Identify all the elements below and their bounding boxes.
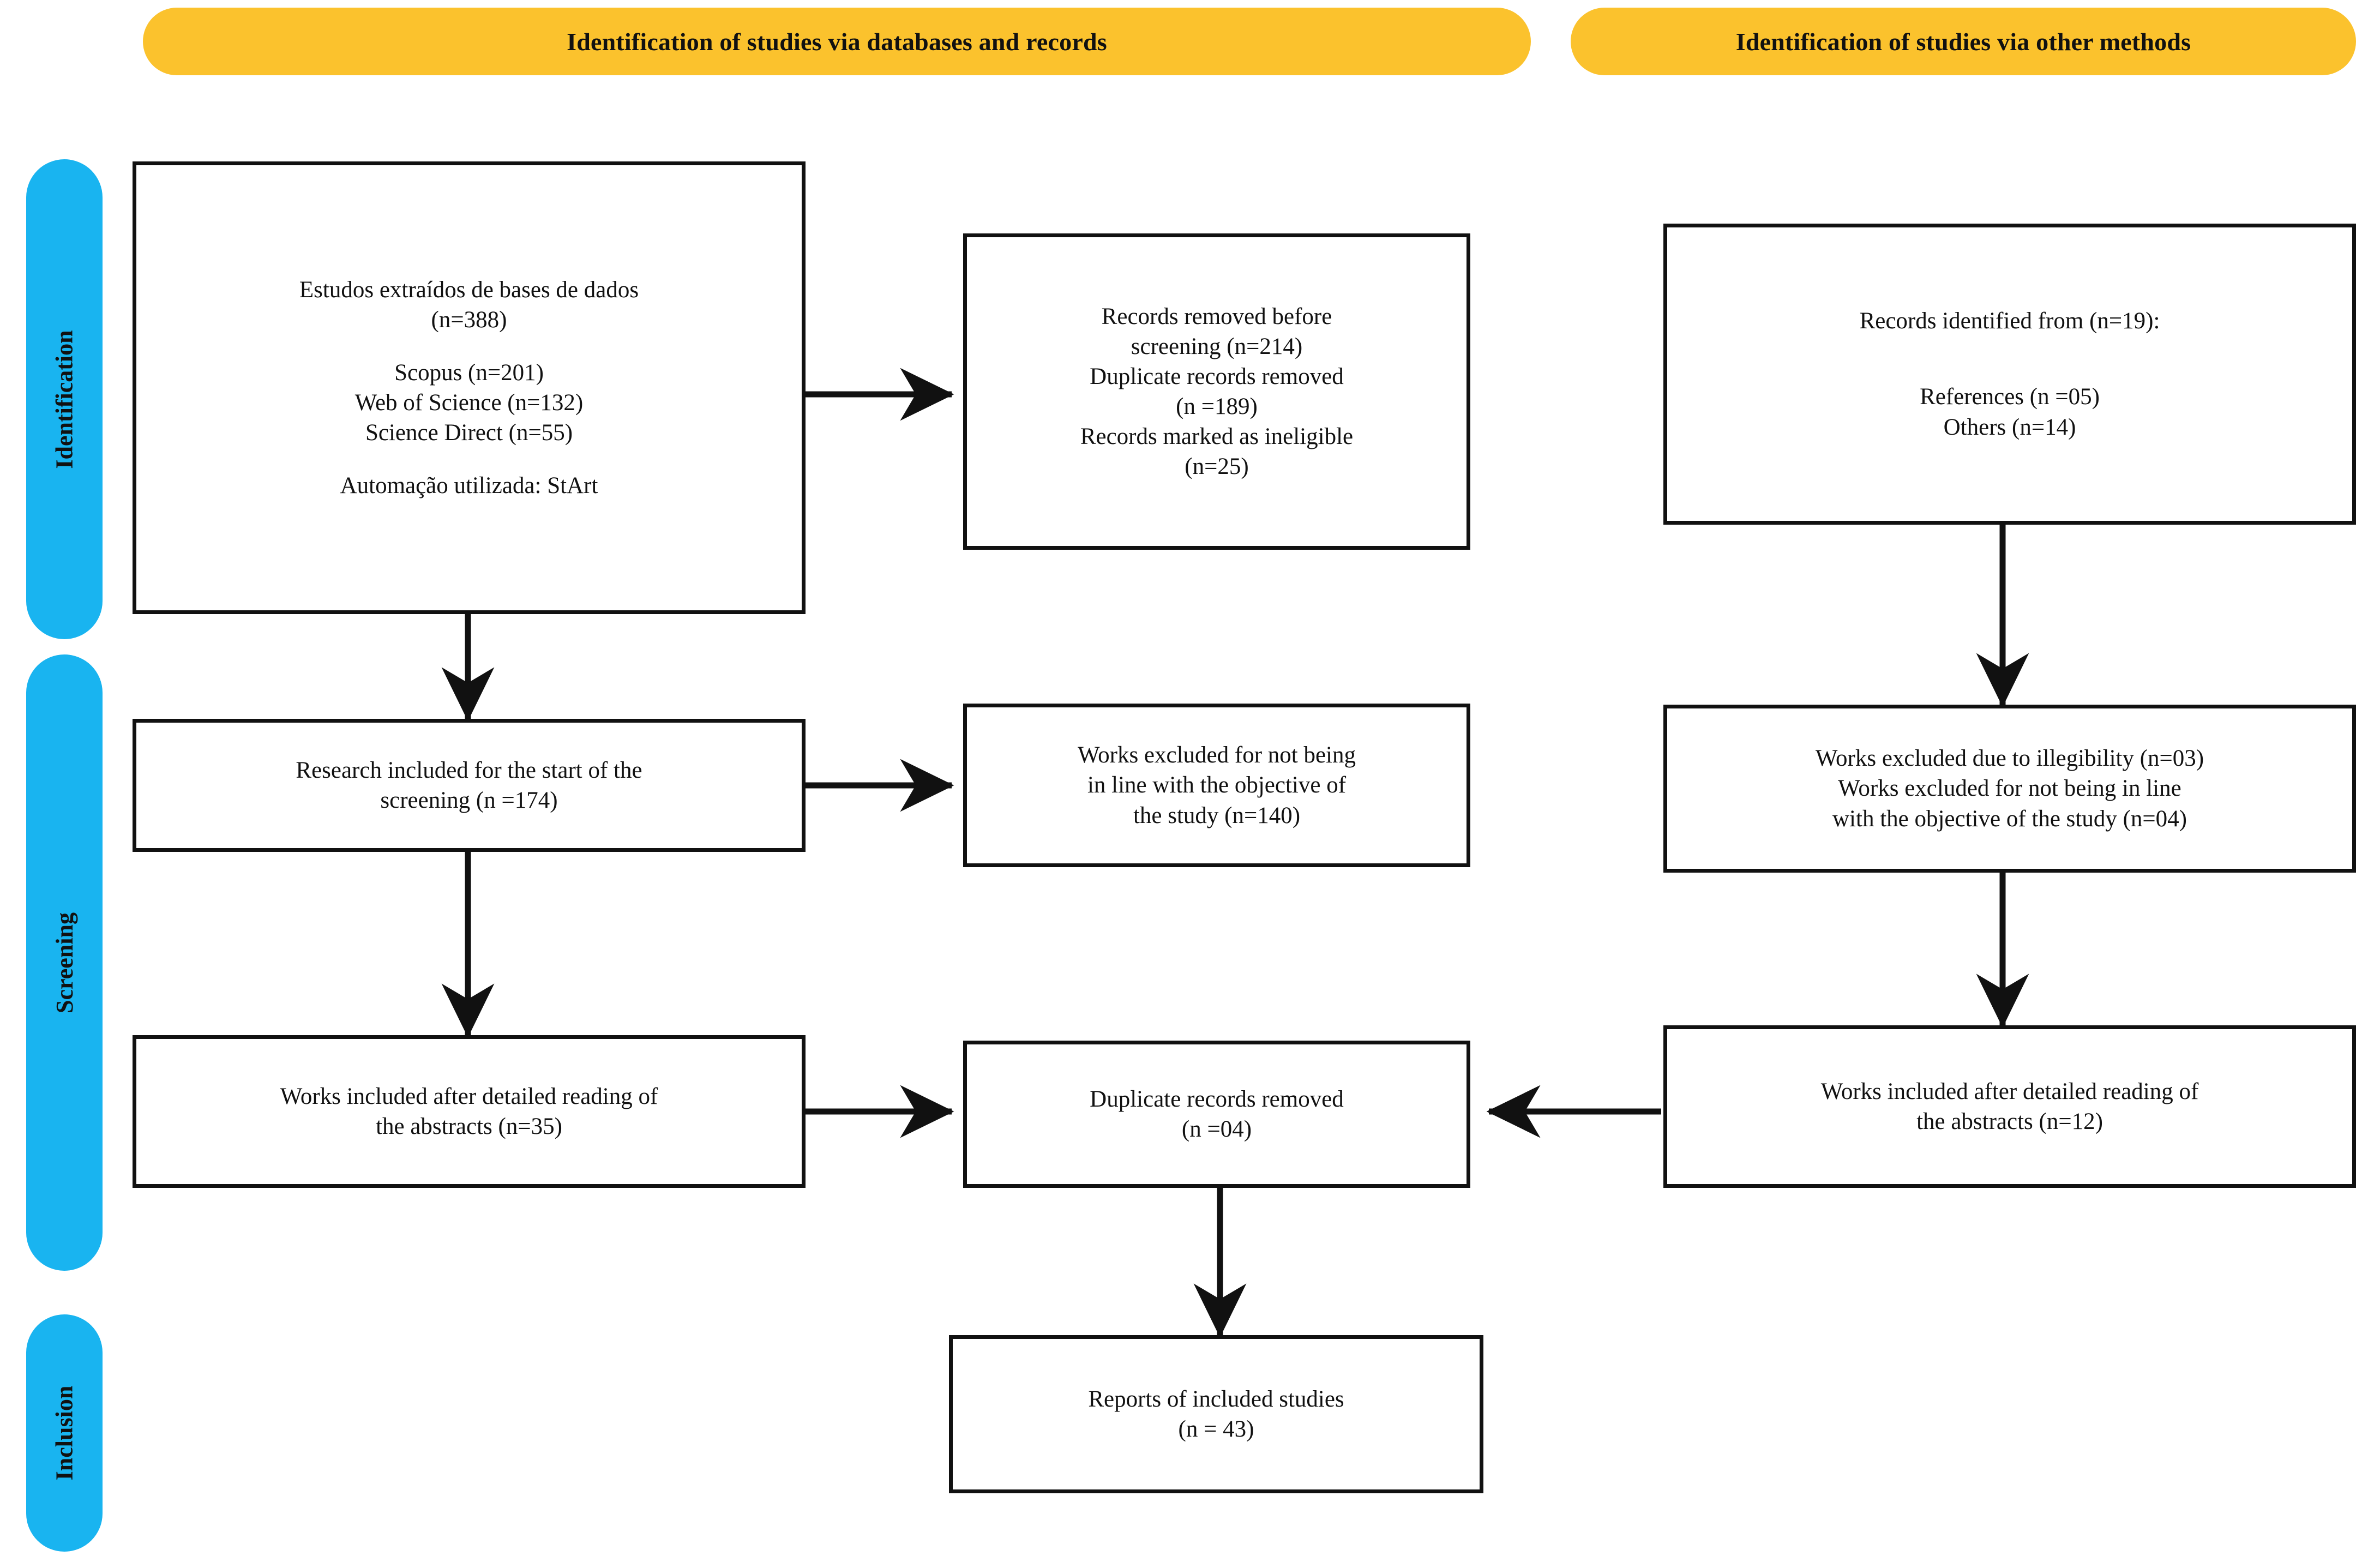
works-excluded-objective-line-3: the study (n=140) bbox=[1133, 802, 1301, 828]
duplicate-removed-line-1: Duplicate records removed bbox=[1090, 1086, 1344, 1112]
works-included-left-line-1: Works included after detailed reading of bbox=[280, 1083, 658, 1109]
works-excluded-illegibility-line-2: Works excluded for not being in line bbox=[1838, 776, 2181, 802]
works-included-left-line-2: the abstracts (n=35) bbox=[376, 1114, 562, 1139]
reports-included-line-1: Reports of included studies bbox=[1088, 1386, 1344, 1412]
box-works-included-abstracts-right: Works included after detailed reading of… bbox=[1663, 1025, 2356, 1188]
stage-tab-screening-label: Screening bbox=[51, 912, 78, 1013]
records-identified-other-line-3: Others (n=14) bbox=[1943, 414, 2076, 440]
stage-tab-screening: Screening bbox=[26, 654, 103, 1271]
banner-databases-label: Identification of studies via databases … bbox=[567, 27, 1107, 56]
research-included-line-2: screening (n =174) bbox=[380, 788, 558, 813]
works-included-right-line-2: the abstracts (n=12) bbox=[1916, 1109, 2103, 1134]
records-identified-db-line-2: (n=388) bbox=[431, 307, 507, 333]
box-works-excluded-illegibility: Works excluded due to illegibility (n=03… bbox=[1663, 705, 2356, 873]
records-identified-db-line-6: Automação utilizada: StArt bbox=[340, 473, 598, 499]
stage-tab-inclusion-label: Inclusion bbox=[51, 1385, 78, 1481]
works-excluded-objective-line-1: Works excluded for not being bbox=[1077, 742, 1356, 768]
records-removed-line-2: screening (n=214) bbox=[1131, 333, 1303, 359]
box-works-included-abstracts-left: Works included after detailed reading of… bbox=[133, 1035, 806, 1188]
works-excluded-illegibility-line-3: with the objective of the study (n=04) bbox=[1832, 806, 2187, 832]
banner-databases: Identification of studies via databases … bbox=[143, 8, 1531, 75]
works-included-right-line-1: Works included after detailed reading of bbox=[1820, 1078, 2199, 1104]
reports-included-line-2: (n = 43) bbox=[1178, 1416, 1254, 1442]
records-removed-line-3: Duplicate records removed bbox=[1090, 363, 1344, 389]
records-identified-db-line-1: Estudos extraídos de bases de dados bbox=[299, 277, 639, 303]
records-identified-other-line-1: Records identified from (n=19): bbox=[1859, 308, 2160, 334]
records-identified-db-line-3: Scopus (n=201) bbox=[394, 359, 544, 386]
box-records-removed: Records removed before screening (n=214)… bbox=[963, 233, 1470, 550]
duplicate-removed-line-2: (n =04) bbox=[1181, 1116, 1252, 1142]
box-records-identified-other: Records identified from (n=19): Referenc… bbox=[1663, 224, 2356, 525]
box-duplicate-records-removed: Duplicate records removed (n =04) bbox=[963, 1041, 1470, 1188]
research-included-line-1: Research included for the start of the bbox=[296, 757, 642, 783]
works-excluded-objective-line-2: in line with the objective of bbox=[1087, 772, 1347, 798]
records-identified-db-line-5: Science Direct (n=55) bbox=[365, 420, 573, 446]
box-reports-included-studies: Reports of included studies (n = 43) bbox=[949, 1335, 1483, 1493]
banner-other-methods-label: Identification of studies via other meth… bbox=[1735, 27, 2191, 56]
records-identified-db-line-4: Web of Science (n=132) bbox=[354, 390, 584, 416]
works-excluded-illegibility-line-1: Works excluded due to illegibility (n=03… bbox=[1815, 746, 2204, 772]
box-records-identified-databases: Estudos extraídos de bases de dados (n=3… bbox=[133, 161, 806, 614]
records-identified-other-line-2: References (n =05) bbox=[1920, 384, 2100, 410]
records-removed-line-1: Records removed before bbox=[1101, 303, 1332, 329]
stage-tab-identification: Identification bbox=[26, 159, 103, 639]
records-removed-line-5: Records marked as ineligible bbox=[1080, 424, 1354, 450]
box-works-excluded-objective: Works excluded for not being in line wit… bbox=[963, 704, 1470, 867]
banner-other-methods: Identification of studies via other meth… bbox=[1571, 8, 2356, 75]
stage-tab-inclusion: Inclusion bbox=[26, 1314, 103, 1552]
stage-tab-identification-label: Identification bbox=[51, 329, 78, 469]
box-research-included-screening: Research included for the start of the s… bbox=[133, 719, 806, 852]
records-removed-line-6: (n=25) bbox=[1185, 454, 1249, 480]
records-removed-line-4: (n =189) bbox=[1176, 394, 1258, 419]
